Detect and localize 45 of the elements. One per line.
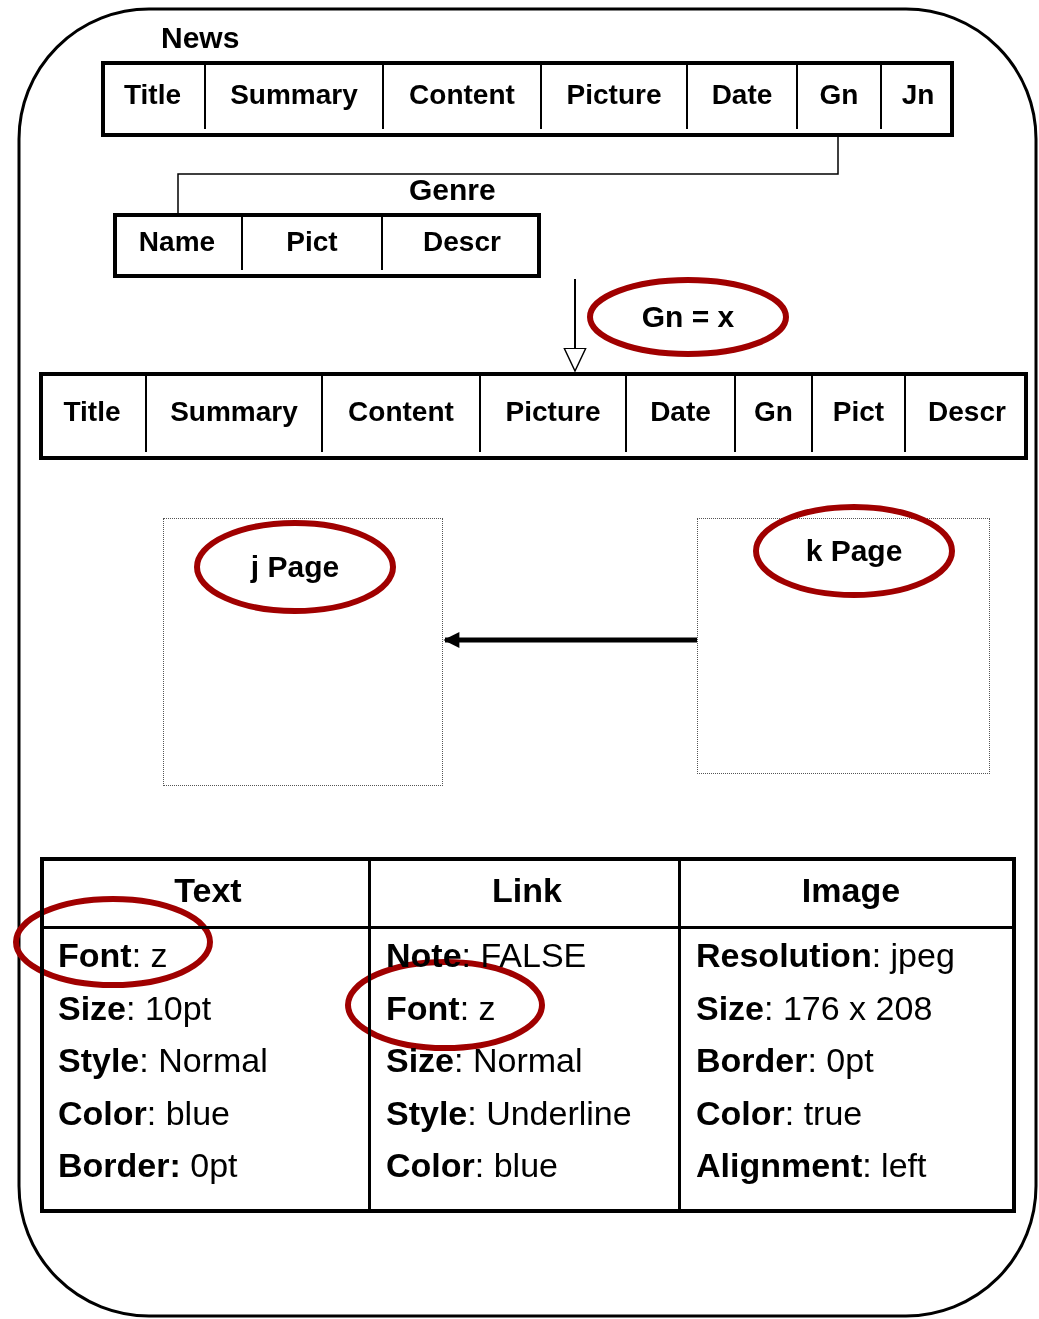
page-frame (163, 518, 443, 786)
table-cell: Descr (904, 372, 1028, 452)
table-cell: Summary (204, 61, 382, 129)
highlight-ellipse: j Page (194, 520, 396, 614)
table-text: Font: z (386, 988, 496, 1028)
highlight-ellipse: k Page (753, 504, 955, 598)
table-text: Size: 176 x 208 (696, 988, 933, 1028)
table-cell: Gn (734, 372, 811, 452)
table (39, 372, 1028, 460)
table-cell: Content (382, 61, 540, 129)
column-header: Text (173, 871, 243, 910)
table-cell: Pict (811, 372, 904, 452)
table-cell: Descr (381, 213, 541, 270)
table-text: Font: z (58, 936, 168, 975)
table-text: Color: blue (58, 1093, 230, 1133)
table-text: Color: true (696, 1093, 863, 1133)
arrow (563, 278, 587, 372)
table-cell: Name (113, 213, 241, 270)
table-cell: Content (321, 372, 479, 452)
table-text: Resolution: jpeg (696, 936, 955, 975)
table-cell: Summary (145, 372, 321, 452)
table-text: Style: Underline (386, 1093, 632, 1133)
table-title: News (161, 21, 240, 55)
table-text: Style: Normal (58, 1041, 268, 1080)
table-cell: Title (101, 61, 204, 129)
arrow (443, 632, 697, 648)
table-cell: Picture (479, 372, 625, 452)
table-cell: Pict (241, 213, 381, 270)
table-text: Border: 0pt (58, 1146, 238, 1185)
table-text: Size: 10pt (58, 988, 212, 1028)
table-cell: Date (686, 61, 796, 129)
connector-line (177, 136, 839, 214)
table-text: Color: blue (386, 1146, 558, 1185)
table-cell: Jn (880, 61, 954, 129)
column-header: Image (800, 871, 902, 910)
table-cell: Gn (796, 61, 880, 129)
table-text: Size: Normal (386, 1041, 583, 1080)
table-cell: Picture (540, 61, 686, 129)
table-text: Alignment: left (696, 1146, 927, 1185)
table-cell: Date (625, 372, 734, 452)
highlight-ellipse: Gn = x (587, 277, 789, 357)
table-text: Border: 0pt (696, 1041, 874, 1080)
table-cell: Title (39, 372, 145, 452)
table-title: Genre (409, 173, 496, 207)
column-header: Link (491, 871, 563, 910)
